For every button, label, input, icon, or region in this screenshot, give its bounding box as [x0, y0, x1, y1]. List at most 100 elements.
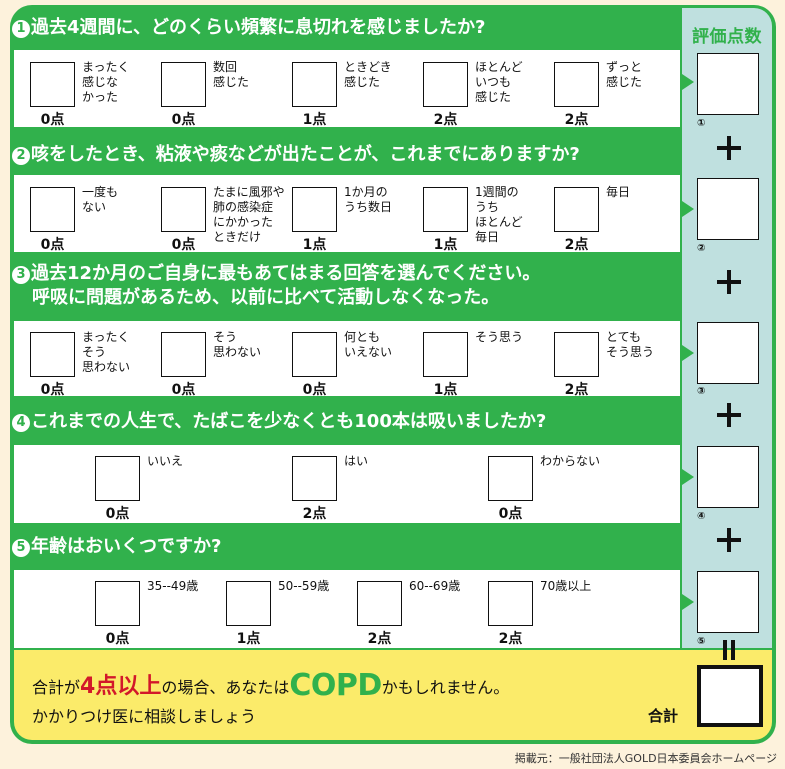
checkbox[interactable] [554, 332, 599, 377]
score-index: ⑤ [697, 636, 706, 647]
source-credit: 掲載元：一般社団法人GOLD日本委員会ホームページ [514, 752, 777, 765]
arrow-right-icon [682, 345, 694, 361]
score-box-2[interactable] [697, 178, 759, 240]
question-number-badge: 2 [12, 147, 30, 165]
checkbox[interactable] [226, 581, 271, 626]
advice-text: かかりつけ医に相談しましょう [32, 707, 257, 726]
question-1-title: 過去4週間に、どのくらい頻繁に息切れを感じましたか? [31, 17, 486, 38]
option-points: 1点 [302, 112, 327, 128]
option-points: 0点 [105, 506, 130, 522]
checkbox[interactable] [357, 581, 402, 626]
checkbox[interactable] [292, 187, 337, 232]
question-3-title: 過去12か月のご自身に最もあてはまる回答を選んでください。 [31, 263, 541, 284]
option-points: 2点 [564, 237, 589, 253]
checkbox[interactable] [292, 456, 337, 501]
option-points: 0点 [171, 237, 196, 253]
option-label: わからない [540, 454, 601, 468]
checkbox[interactable] [30, 62, 75, 107]
option-points: 0点 [498, 506, 523, 522]
result-text: の場合、あなたは [161, 678, 290, 697]
total-score-box[interactable] [697, 665, 763, 727]
question-4-options: いいえ 0点 はい 2点 わからない 0点 [14, 445, 680, 523]
option-points: 2点 [433, 112, 458, 128]
question-1-options: まったく 感じな かった 0点 数回 感じた 0点 ときどき 感じた 1点 ほと… [14, 50, 680, 128]
option-points: 0点 [302, 382, 327, 398]
option-points: 2点 [564, 382, 589, 398]
arrow-right-icon [682, 74, 694, 90]
checkbox[interactable] [95, 581, 140, 626]
checkbox[interactable] [95, 456, 140, 501]
option-label: まったく そう 思わない [82, 330, 131, 374]
option-label: 60--69歳 [409, 579, 461, 593]
question-2-options: 一度も ない 0点 たまに風邪や 肺の感染症 にかかった ときだけ 0点 1か月… [14, 175, 680, 253]
option-points: 2点 [564, 112, 589, 128]
question-3-subtitle: 呼吸に問題があるため、以前に比べて活動しなくなった。 [32, 287, 500, 308]
checkbox[interactable] [161, 62, 206, 107]
option-label: 70歳以上 [540, 579, 592, 593]
threshold-highlight: 4点以上 [80, 674, 162, 699]
option-points: 1点 [302, 237, 327, 253]
checkbox[interactable] [161, 187, 206, 232]
option-points: 2点 [498, 631, 523, 647]
checkbox[interactable] [423, 332, 468, 377]
checkbox[interactable] [554, 62, 599, 107]
option-label: 数回 感じた [213, 60, 250, 89]
score-box-1[interactable] [697, 53, 759, 115]
plus-icon [716, 135, 742, 161]
score-box-5[interactable] [697, 571, 759, 633]
arrow-right-icon [682, 469, 694, 485]
option-points: 1点 [236, 631, 261, 647]
score-column-title: 評価点数 [692, 27, 762, 47]
option-label: そう 思わない [213, 330, 262, 359]
option-points: 2点 [367, 631, 392, 647]
option-points: 2点 [302, 506, 327, 522]
copd-highlight: COPD [289, 668, 382, 703]
arrow-right-icon [682, 594, 694, 610]
score-box-3[interactable] [697, 322, 759, 384]
option-points: 0点 [40, 237, 65, 253]
question-3-options: まったく そう 思わない 0点 そう 思わない 0点 何とも いえない 0点 そ… [14, 321, 680, 398]
total-label: 合計 [648, 707, 679, 725]
option-points: 1点 [433, 237, 458, 253]
equals-icon [720, 640, 738, 660]
option-label: そう思う [475, 330, 524, 344]
checkbox[interactable] [488, 581, 533, 626]
option-label: 何とも いえない [344, 330, 393, 359]
option-label: 35--49歳 [147, 579, 199, 593]
plus-icon [716, 402, 742, 428]
option-label: 1か月の うち数日 [344, 185, 393, 214]
option-points: 0点 [40, 112, 65, 128]
option-label: 50--59歳 [278, 579, 330, 593]
option-label: ずっと 感じた [606, 60, 643, 89]
question-5-title: 年齢はおいくつですか? [31, 536, 222, 557]
checkbox[interactable] [161, 332, 206, 377]
checkbox[interactable] [292, 62, 337, 107]
question-number-badge: 4 [12, 414, 30, 432]
question-4-title: これまでの人生で、たばこを少なくとも100本は吸いましたか? [31, 411, 547, 432]
score-index: ③ [697, 386, 706, 397]
option-label: ときどき 感じた [344, 60, 392, 89]
result-message: 合計が4点以上の場合、あなたはCOPDかもしれません。 [32, 668, 509, 703]
option-points: 0点 [40, 382, 65, 398]
score-box-4[interactable] [697, 446, 759, 508]
result-panel [14, 650, 772, 740]
option-points: 1点 [433, 382, 458, 398]
checkbox[interactable] [554, 187, 599, 232]
option-points: 0点 [171, 112, 196, 128]
checkbox[interactable] [488, 456, 533, 501]
checkbox[interactable] [30, 332, 75, 377]
option-label: ほとんど いつも 感じた [475, 60, 523, 104]
checkbox[interactable] [30, 187, 75, 232]
checkbox[interactable] [423, 62, 468, 107]
question-2-title: 咳をしたとき、粘液や痰などが出たことが、これまでにありますか? [31, 144, 580, 165]
option-label: とても そう思う [606, 330, 655, 359]
option-label: はい [344, 454, 369, 468]
arrow-right-icon [682, 201, 694, 217]
score-index: ④ [697, 511, 706, 522]
checkbox[interactable] [292, 332, 337, 377]
checkbox[interactable] [423, 187, 468, 232]
